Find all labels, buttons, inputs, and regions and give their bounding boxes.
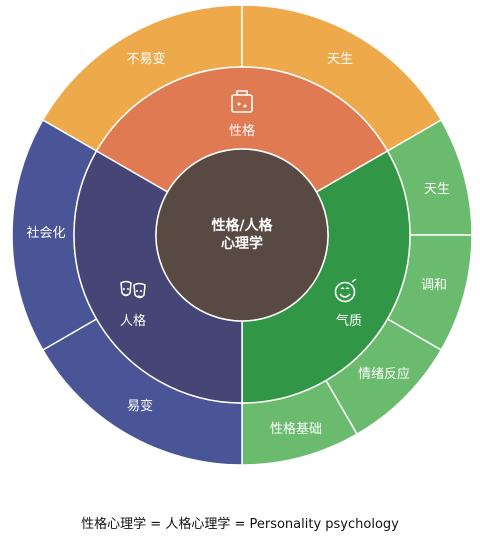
middle-label-qi: 气质 <box>336 313 362 329</box>
outer-label-socialization: 社会化 <box>26 225 65 241</box>
outer-label-harmony: 调和 <box>421 278 447 293</box>
outer-label-emotional-reaction: 情绪反应 <box>358 366 410 382</box>
center-title-line2: 心理学 <box>221 235 263 252</box>
theater-masks-icon <box>120 280 146 299</box>
personality-wheel-diagram: 性格/人格 心理学 性格 气质 人格 不易变 天生 天生 调和 情绪反应 性格基… <box>11 4 473 466</box>
middle-label-personality: 人格 <box>120 313 146 329</box>
center-title-line1: 性格/人格 <box>211 217 273 234</box>
center-circle <box>155 148 329 322</box>
outer-label-innate-top: 天生 <box>327 52 353 67</box>
suitcase-icon <box>231 90 253 113</box>
outer-label-personality-basis: 性格基础 <box>270 421 322 437</box>
diagram-caption: 性格心理学 = 人格心理学 = Personality psychology <box>81 517 399 532</box>
smiley-icon <box>334 278 357 303</box>
outer-label-innate-right: 天生 <box>424 182 450 197</box>
middle-label-temperament: 性格 <box>229 123 255 139</box>
outer-label-unchangeable: 不易变 <box>126 51 165 67</box>
outer-label-changeable: 易变 <box>127 398 153 414</box>
